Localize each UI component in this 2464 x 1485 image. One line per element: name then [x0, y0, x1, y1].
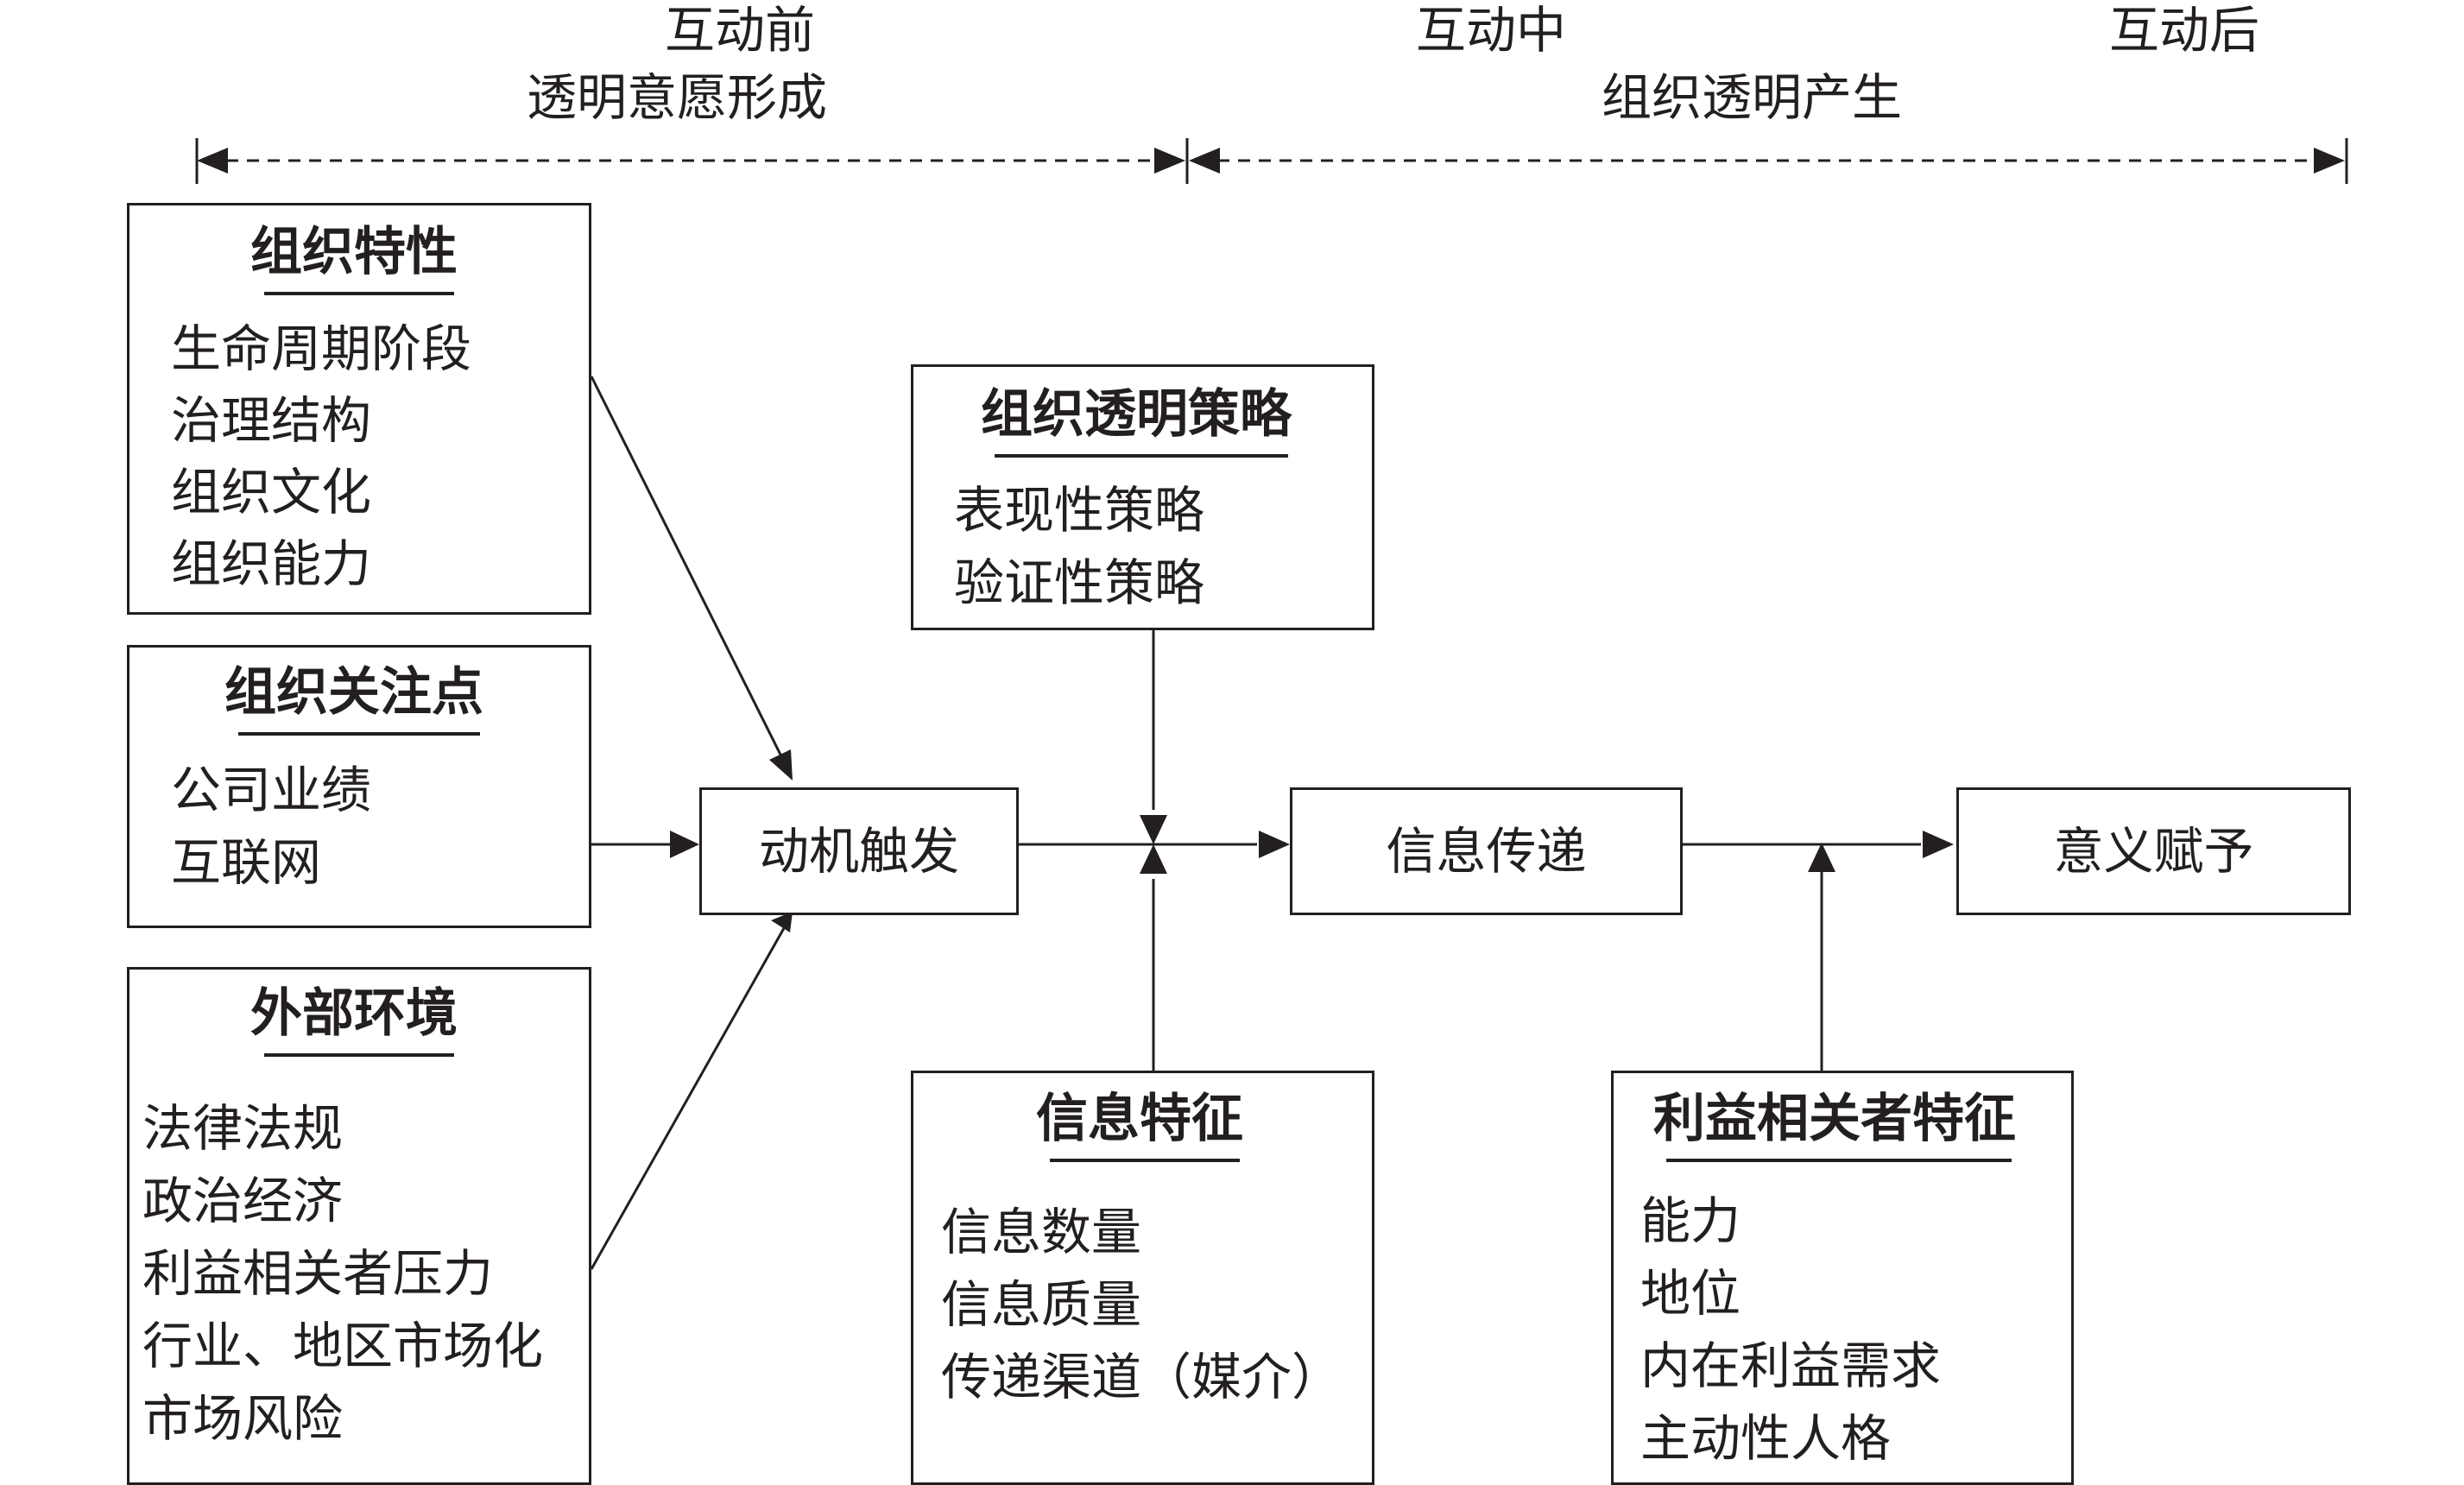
external-env-item: 法律法规 — [142, 1099, 344, 1158]
arrow-env-to-motive — [590, 921, 789, 1270]
external-env-item: 政治经济 — [142, 1172, 344, 1230]
timeline-arrowhead-mid-right — [1189, 148, 1220, 174]
org-focus-item: 互联网 — [171, 833, 322, 892]
org-traits-item: 组织能力 — [171, 534, 372, 593]
arrow-traits-to-motive — [590, 376, 789, 769]
stakeholder-traits-box — [1611, 1071, 2074, 1485]
timeline-arrowhead-right — [2314, 148, 2345, 174]
arrowhead-transfer-to-meaning — [1923, 831, 1954, 858]
meaning-box — [1956, 787, 2351, 915]
phase-after-label: 互动后 — [2109, 1, 2260, 60]
info-transfer-box — [1290, 787, 1683, 915]
stakeholder-traits-item: 内在利益需求 — [1640, 1336, 1942, 1395]
arrowhead-motive-to-transfer — [1259, 831, 1290, 858]
info-traits-item: 信息质量 — [941, 1275, 1142, 1334]
strategy-item: 验证性策略 — [954, 553, 1205, 612]
meaning-label: 意义赋予 — [2053, 822, 2254, 881]
external-env-item: 市场风险 — [142, 1389, 344, 1448]
phase-during-label: 互动中 — [1416, 1, 1567, 60]
info-traits-title-underline — [1050, 1159, 1240, 1162]
timeline-arrowhead-mid-left — [1154, 148, 1185, 174]
org-traits-item: 组织文化 — [171, 463, 372, 521]
arrowhead-infotraits-up — [1140, 844, 1167, 874]
stakeholder-traits-item: 主动性人格 — [1640, 1409, 1892, 1468]
external-env-title: 外部环境 — [250, 983, 458, 1044]
arrowhead-env-to-motive — [771, 912, 793, 932]
stakeholder-traits-title: 利益相关者特征 — [1653, 1089, 2016, 1149]
arrowhead-focus-to-motive — [670, 831, 699, 858]
org-traits-item: 生命周期阶段 — [171, 319, 472, 378]
org-focus-box — [127, 645, 591, 928]
external-env-title-underline — [264, 1053, 454, 1057]
arrowhead-stakeholder-up — [1808, 843, 1835, 872]
org-focus-title-underline — [238, 732, 480, 736]
strategy-title: 组织透明策略 — [981, 384, 1292, 445]
stakeholder-traits-item: 地位 — [1640, 1264, 1741, 1323]
stakeholder-traits-title-underline — [1666, 1159, 2012, 1162]
org-focus-title: 组织关注点 — [224, 662, 483, 723]
info-traits-title: 信息特征 — [1036, 1089, 1243, 1149]
arrowhead-strategy-down — [1140, 815, 1167, 844]
strategy-title-underline — [995, 454, 1288, 458]
org-focus-item: 公司业绩 — [171, 761, 372, 819]
org-traits-title-underline — [264, 292, 454, 295]
info-traits-item: 信息数量 — [941, 1203, 1142, 1261]
motive-label: 动机触发 — [758, 822, 959, 881]
phase-before-subtitle: 透明意愿形成 — [527, 68, 828, 127]
stakeholder-traits-item: 能力 — [1640, 1191, 1741, 1250]
external-env-item: 行业、地区市场化 — [142, 1317, 544, 1375]
strategy-box — [911, 364, 1374, 630]
org-traits-item: 治理结构 — [171, 391, 372, 450]
motive-box — [699, 787, 1019, 915]
phase-before-label: 互动前 — [665, 1, 816, 60]
org-traits-title: 组织特性 — [250, 222, 458, 282]
external-env-item: 利益相关者压力 — [142, 1244, 494, 1303]
timeline-arrowhead-left — [197, 148, 228, 174]
info-traits-box — [911, 1071, 1374, 1485]
phase-during-subtitle: 组织透明产生 — [1602, 68, 1903, 127]
org-traits-box — [127, 203, 591, 615]
info-transfer-label: 信息传递 — [1386, 822, 1587, 881]
arrowhead-traits-to-motive — [769, 749, 793, 780]
strategy-item: 表现性策略 — [954, 481, 1205, 540]
info-traits-item: 传递渠道（媒介） — [941, 1348, 1343, 1406]
